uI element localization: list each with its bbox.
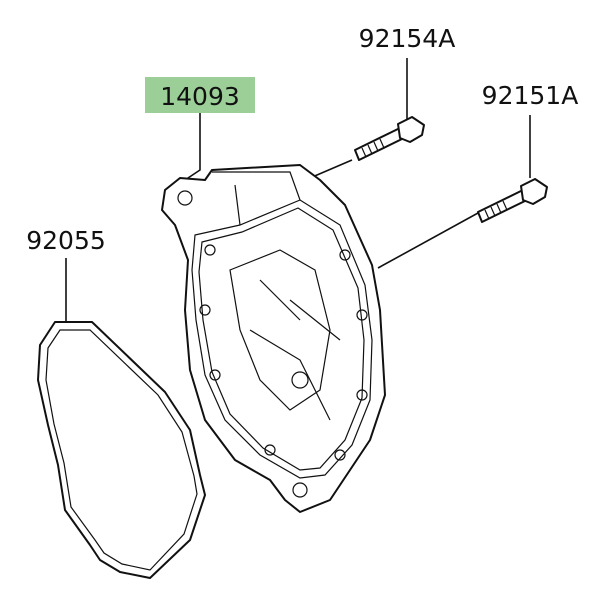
part-label-14093[interactable]: 14093 [160,82,240,111]
gasket-92055[interactable] [37,321,206,579]
bolt-92151A[interactable] [477,178,548,223]
bolt-92154A[interactable] [354,116,425,161]
part-label-92151A[interactable]: 92151A [482,81,579,110]
cover-14093[interactable] [161,164,386,513]
part-label-92154A[interactable]: 92154A [359,24,456,53]
part-label-92055[interactable]: 92055 [26,226,106,255]
part-14093-highlight[interactable] [145,77,255,113]
leader-lines [65,58,531,322]
